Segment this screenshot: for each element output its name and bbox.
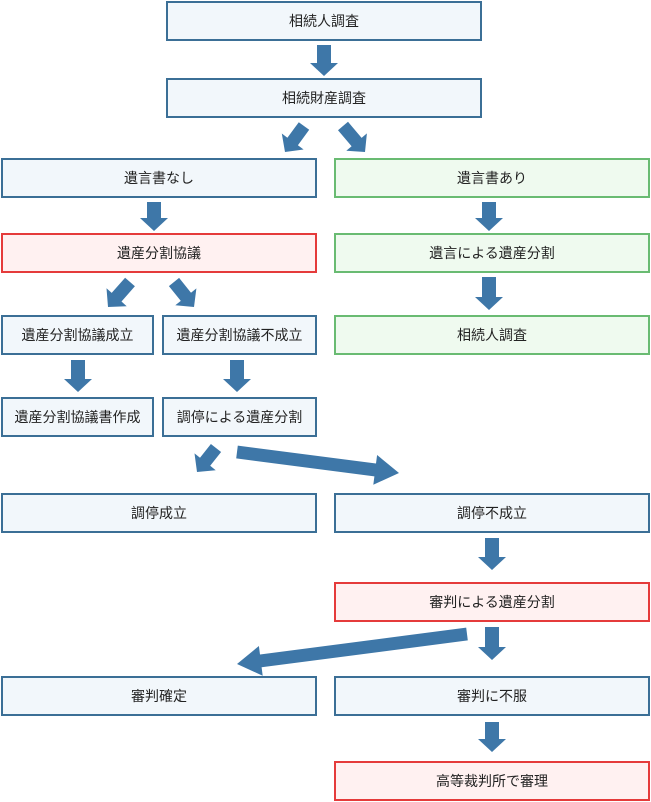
node-has-will: 遺言書あり: [334, 158, 650, 198]
arrow-adjudication-down: [478, 627, 506, 660]
arrow-mediation-failure-down: [478, 538, 506, 570]
arrow-appeal-down: [478, 722, 506, 752]
arrow-mediation-to-success: [194, 444, 222, 472]
node-mediation-failure: 調停不成立: [334, 493, 650, 533]
arrow-heir-to-estate: [310, 45, 338, 76]
arrow-success-to-document: [64, 360, 92, 392]
arrow-has-will-down: [475, 202, 503, 231]
arrow-will-division-down: [475, 277, 503, 310]
node-estate-survey: 相続財産調査: [166, 78, 482, 118]
node-division-by-mediation: 調停による遺産分割: [162, 397, 317, 437]
node-negotiation-failure: 遺産分割協議不成立: [162, 315, 317, 355]
node-adjudication-appeal: 審判に不服: [334, 676, 650, 716]
node-agreement-document: 遺産分割協議書作成: [1, 397, 154, 437]
node-high-court-review: 高等裁判所で審理: [334, 761, 650, 801]
arrow-estate-to-has-will: [338, 121, 367, 152]
arrow-negotiation-to-failure: [168, 277, 197, 307]
node-division-by-will: 遺言による遺産分割: [334, 233, 650, 273]
arrow-adjudication-to-final: [237, 627, 468, 676]
node-division-by-adjudication: 審判による遺産分割: [334, 582, 650, 622]
arrow-mediation-to-failure: [236, 445, 399, 485]
node-mediation-success: 調停成立: [1, 493, 317, 533]
node-negotiation-success: 遺産分割協議成立: [1, 315, 154, 355]
arrow-negotiation-to-success: [106, 277, 135, 307]
node-adjudication-final: 審判確定: [1, 676, 317, 716]
node-heir-survey-top: 相続人調査: [166, 1, 482, 41]
node-division-negotiation: 遺産分割協議: [1, 233, 317, 273]
node-no-will: 遺言書なし: [1, 158, 317, 198]
node-heir-survey-will: 相続人調査: [334, 315, 650, 355]
arrow-failure-to-mediation: [223, 360, 251, 392]
arrow-estate-to-no-will: [281, 122, 310, 152]
arrow-no-will-down: [140, 202, 168, 231]
